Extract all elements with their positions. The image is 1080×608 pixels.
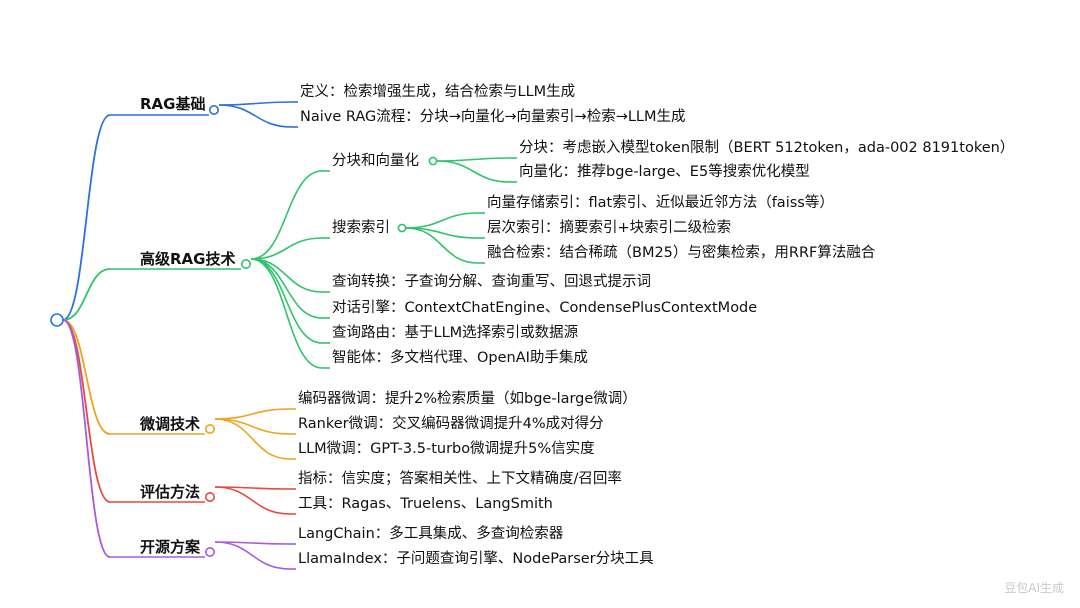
branch-finetuning: 微调技术 — [140, 415, 201, 433]
subnode-search-index: 搜索索引 — [332, 220, 390, 236]
leaf-vector-store-index: 向量存储索引：flat索引、近似最近邻方法（faiss等） — [487, 195, 834, 211]
node-dot-rag-basics[interactable] — [209, 105, 220, 116]
leaf-naive-rag-flow: Naive RAG流程：分块→向量化→向量索引→检索→LLM生成 — [300, 109, 686, 125]
edge-advanced-child-5 — [250, 258, 323, 369]
node-dot-search-index[interactable] — [397, 223, 407, 233]
edge-finetune-leaf-0 — [214, 408, 291, 420]
edge-advanced-child-0 — [250, 170, 323, 260]
mindmap-edges — [62, 101, 517, 570]
edge-search-index-leaf-2 — [405, 227, 479, 264]
edge-eval-leaf-1 — [214, 486, 291, 515]
edge-root-advanced-rag — [62, 268, 111, 321]
leaf-chunking: 分块：考虑嵌入模型token限制（BERT 512token，ada-002 8… — [519, 140, 1015, 156]
edge-search-index-leaf-0 — [405, 212, 479, 229]
mindmap-nodes — [50, 105, 438, 557]
leaf-langchain: LangChain：多工具集成、多查询检索器 — [298, 526, 564, 542]
edge-rag-basics-leaf-0 — [218, 101, 293, 106]
branch-opensource: 开源方案 — [140, 538, 201, 556]
branch-rag-basics: RAG基础 — [140, 95, 206, 113]
leaf-fusion-retrieval: 融合检索：结合稀疏（BM25）与密集检索，用RRF算法融合 — [487, 245, 876, 261]
leaf-ranker-finetune: Ranker微调：交叉编码器微调提升4%成对得分 — [298, 416, 604, 432]
edge-advanced-child-3 — [250, 258, 323, 319]
leaf-llm-finetune: LLM微调：GPT-3.5-turbo微调提升5%信实度 — [298, 441, 595, 457]
node-dot-opensource[interactable] — [205, 546, 216, 557]
edge-chunk-vectorize-leaf-0 — [436, 157, 511, 162]
root-node-dot[interactable] — [50, 313, 64, 327]
leaf-agents: 智能体：多文档代理、OpenAI助手集成 — [332, 350, 588, 366]
edge-finetune-leaf-1 — [214, 418, 291, 435]
node-dot-finetuning[interactable] — [205, 423, 216, 434]
branch-evaluation: 评估方法 — [140, 483, 201, 501]
branch-advanced-rag: 高级RAG技术 — [140, 250, 236, 268]
edge-root-finetuning — [62, 319, 111, 435]
leaf-query-routing: 查询路由：基于LLM选择索引或数据源 — [332, 325, 579, 341]
edge-opensource-leaf-1 — [214, 541, 291, 570]
leaf-definition: 定义：检索增强生成，结合检索与LLM生成 — [300, 84, 576, 100]
edge-rag-basics-leaf-1 — [218, 104, 293, 128]
edge-finetune-leaf-2 — [214, 418, 291, 460]
edge-root-evaluation — [62, 319, 111, 503]
edge-root-rag-basics — [62, 114, 111, 321]
edge-root-opensource — [62, 319, 111, 558]
node-dot-advanced-rag[interactable] — [241, 258, 252, 269]
edge-chunk-vectorize-leaf-1 — [436, 160, 511, 183]
node-dot-chunk-vectorize[interactable] — [428, 156, 438, 166]
edge-advanced-child-1 — [250, 237, 323, 260]
leaf-tools: 工具：Ragas、Truelens、LangSmith — [298, 496, 553, 512]
leaf-hierarchical-index: 层次索引：摘要索引+块索引二级检索 — [487, 220, 732, 236]
subnode-chunk-vectorize: 分块和向量化 — [332, 153, 419, 169]
leaf-encoder-finetune: 编码器微调：提升2%检索质量（如bge-large微调） — [298, 391, 637, 407]
edge-advanced-child-4 — [250, 258, 323, 344]
leaf-llamaindex: LlamaIndex：子问题查询引擎、NodeParser分块工具 — [298, 551, 654, 567]
leaf-query-transform: 查询转换：子查询分解、查询重写、回退式提示词 — [332, 274, 651, 290]
leaf-metrics: 指标：信实度；答案相关性、上下文精确度/召回率 — [298, 471, 622, 487]
node-dot-evaluation[interactable] — [205, 491, 216, 502]
leaf-vectorization: 向量化：推荐bge-large、E5等搜索优化模型 — [519, 164, 810, 180]
leaf-chat-engine: 对话引擎：ContextChatEngine、CondensePlusConte… — [332, 300, 758, 316]
watermark: 豆包AI生成 — [1004, 581, 1064, 595]
